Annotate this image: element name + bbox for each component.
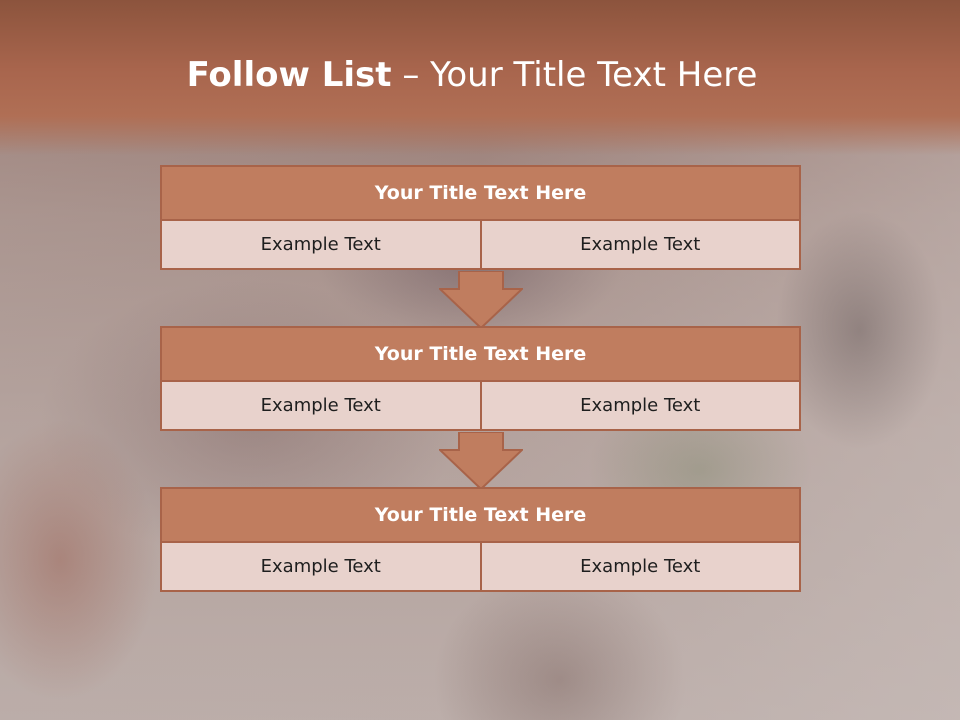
block-row: Example Text Example Text [160,221,801,270]
slide-title-bold: Follow List [186,55,392,95]
block-title: Your Title Text Here [160,165,801,221]
block-cell-right: Example Text [481,221,801,270]
slide-title-rest: – Your Title Text Here [391,55,758,95]
block-cell-left: Example Text [160,221,482,270]
list-block-2: Your Title Text Here Example Text Exampl… [160,326,801,431]
down-arrow-icon [439,432,523,490]
block-cell-left: Example Text [160,382,482,431]
list-block-1: Your Title Text Here Example Text Exampl… [160,165,801,270]
title-band [0,0,960,155]
block-row: Example Text Example Text [160,543,801,592]
block-title: Your Title Text Here [160,487,801,543]
down-arrow-icon [439,271,523,329]
block-title: Your Title Text Here [160,326,801,382]
block-cell-right: Example Text [481,382,801,431]
slide-title: Follow List – Your Title Text Here [0,52,944,98]
block-cell-right: Example Text [481,543,801,592]
block-row: Example Text Example Text [160,382,801,431]
block-cell-left: Example Text [160,543,482,592]
list-block-3: Your Title Text Here Example Text Exampl… [160,487,801,592]
